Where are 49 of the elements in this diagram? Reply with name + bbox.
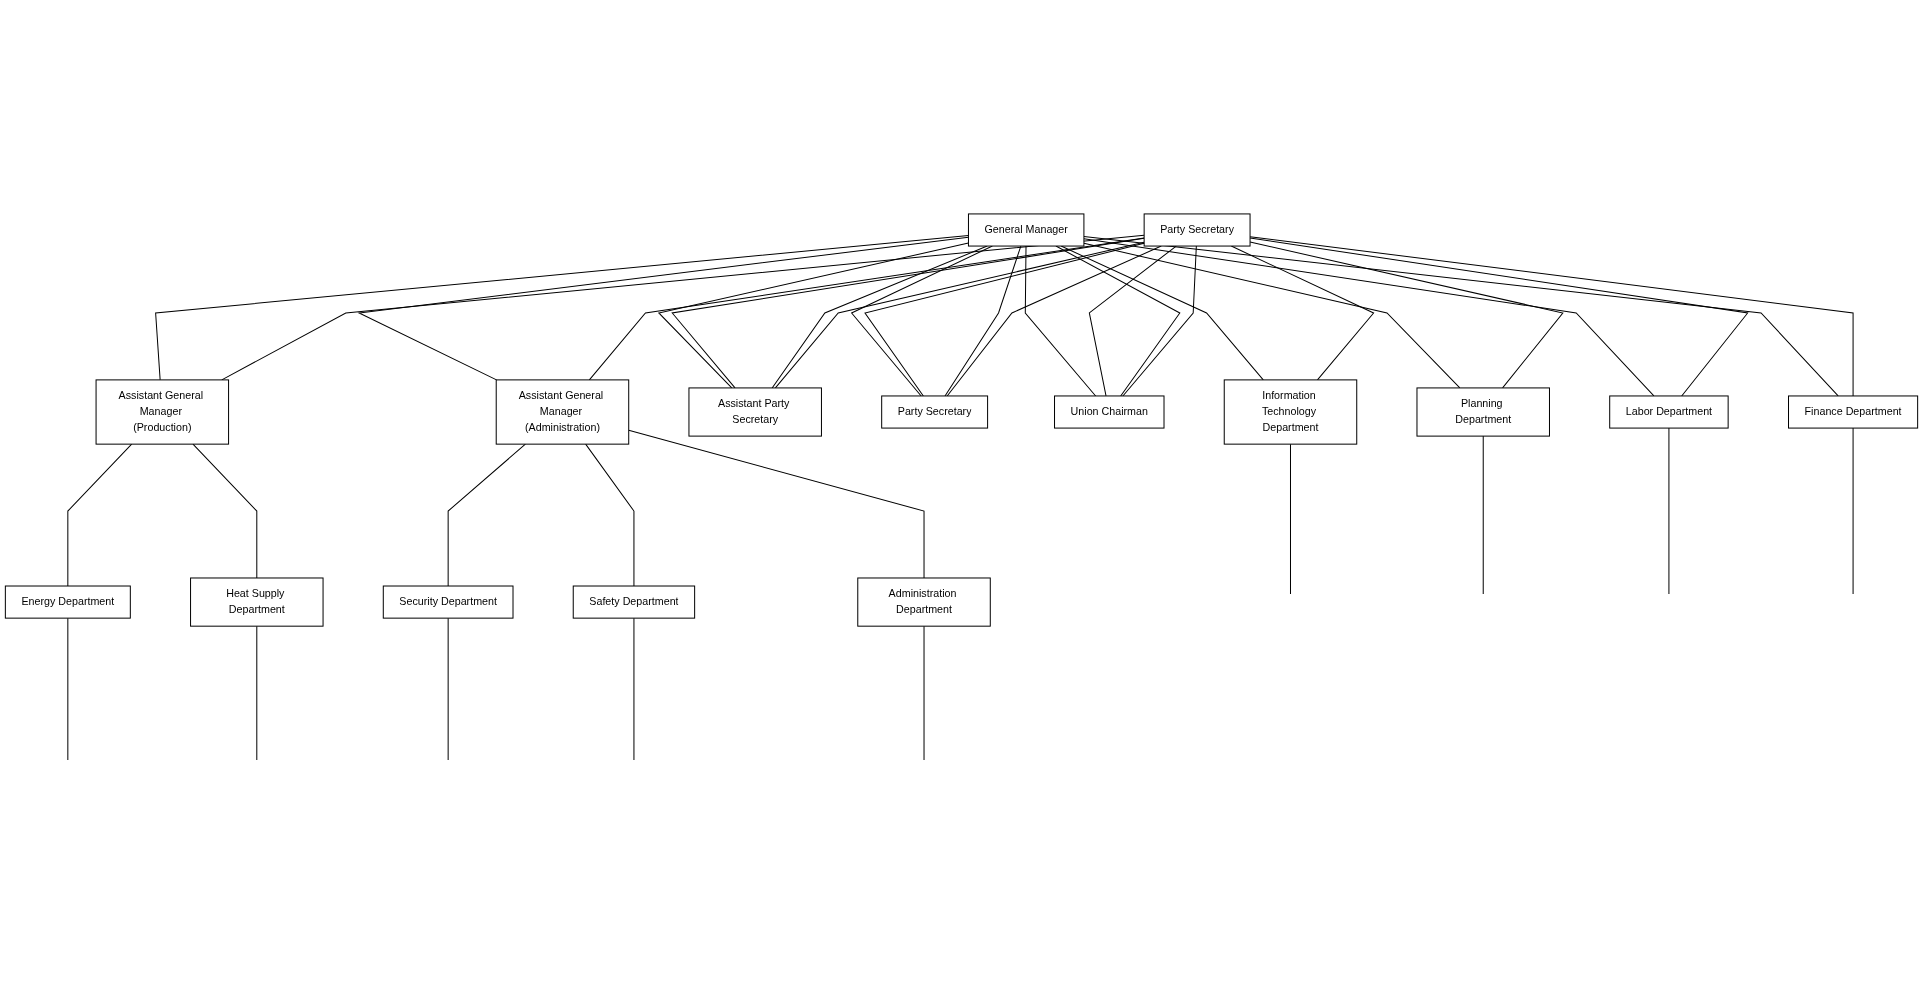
connector (67, 443, 133, 587)
connector (1083, 238, 1655, 397)
node-box: Party Secretary (1143, 213, 1251, 247)
connector (1249, 236, 1854, 397)
connector (192, 443, 258, 579)
connector (67, 617, 69, 761)
node-box: Planning Department (1416, 387, 1550, 437)
node-box: Labor Department (1609, 395, 1729, 429)
connector (1083, 236, 1839, 397)
node-box: General Manager (967, 213, 1085, 247)
node-box: Safety Department (572, 585, 696, 619)
connector (1482, 435, 1484, 595)
node-box: Administration Department (857, 577, 991, 627)
connector (1249, 241, 1564, 389)
connector (1024, 245, 1097, 397)
connector (1668, 427, 1670, 595)
node-box: Security Department (382, 585, 514, 619)
node-box: Assistant Party Secretary (688, 387, 822, 437)
connector (944, 245, 1022, 397)
connector (864, 242, 1145, 397)
connector (256, 625, 258, 761)
node-box: Party Secretary (881, 395, 989, 429)
connector (1088, 245, 1177, 397)
connector (1083, 242, 1461, 389)
node-box: Energy Department (4, 585, 131, 619)
node-box: Finance Department (1788, 395, 1919, 429)
node-box: Union Chairman (1054, 395, 1165, 429)
connector (155, 235, 969, 381)
connector (358, 236, 969, 381)
node-box: Assistant General Manager (Administration) (495, 379, 630, 445)
connector (851, 245, 993, 397)
connector (1249, 237, 1749, 397)
connector (221, 234, 1145, 381)
connector (658, 242, 969, 389)
connector (1122, 245, 1197, 397)
connector (671, 237, 1145, 389)
connector (447, 617, 449, 761)
connector (1852, 427, 1854, 595)
node-box: Assistant General Manager (Production) (95, 379, 230, 445)
connector (628, 429, 925, 579)
connector (774, 241, 1145, 389)
connector (447, 443, 526, 587)
connector (1290, 443, 1291, 595)
connector (633, 617, 635, 761)
connector (1055, 245, 1181, 397)
connector (923, 625, 925, 761)
node-box: Heat Supply Department (190, 577, 324, 627)
connector (585, 443, 635, 587)
node-box: Information Technology Department (1223, 379, 1358, 445)
